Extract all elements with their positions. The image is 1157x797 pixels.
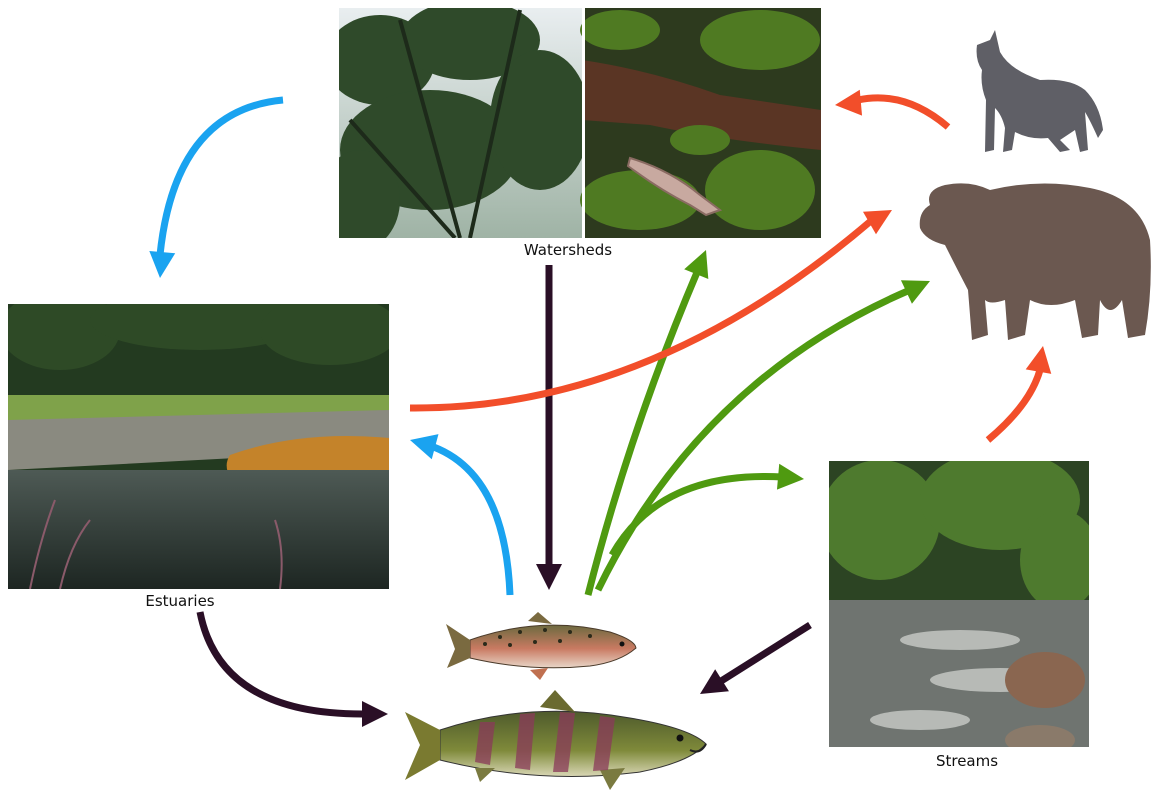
arrowhead-watersheds-to-estuaries bbox=[147, 251, 175, 279]
estuaries-photo bbox=[0, 290, 400, 589]
watersheds-photo bbox=[320, 0, 821, 250]
arrow-streams-to-bear bbox=[988, 370, 1040, 440]
estuaries-label: Estuaries bbox=[145, 592, 214, 610]
arrowhead-salmon-to-estuaries bbox=[407, 427, 439, 459]
chum-salmon-illustration bbox=[405, 690, 706, 790]
arrowhead-salmon-to-bear bbox=[901, 269, 936, 304]
bear-icon bbox=[920, 183, 1151, 340]
arrow-salmon-to-estuaries bbox=[428, 445, 510, 595]
arrowhead-estuaries-to-bear bbox=[863, 199, 899, 235]
arrow-salmon-to-watersheds bbox=[588, 270, 698, 595]
streams-photo bbox=[820, 450, 1100, 755]
arrowhead-salmon-to-streams bbox=[777, 464, 805, 492]
arrowhead-streams-to-bear bbox=[1026, 344, 1056, 374]
arrowhead-salmon-to-watersheds bbox=[684, 245, 718, 279]
streams-label: Streams bbox=[936, 752, 998, 770]
arrow-watersheds-to-estuaries bbox=[160, 100, 283, 255]
arrowhead-estuaries-to-salmon bbox=[362, 701, 388, 727]
arrow-streams-to-salmon bbox=[718, 625, 810, 683]
arrowhead-streams-to-salmon bbox=[693, 669, 729, 705]
arrow-wolf-to-watersheds bbox=[858, 98, 948, 127]
trout-illustration bbox=[446, 612, 636, 680]
arrowhead-wolf-to-watersheds bbox=[834, 90, 862, 118]
arrow-estuaries-to-salmon bbox=[200, 612, 365, 714]
arrow-estuaries-to-bear bbox=[410, 220, 872, 408]
wolf-icon bbox=[977, 30, 1103, 152]
arrowhead-watersheds-to-salmon bbox=[536, 564, 562, 590]
watersheds-label: Watersheds bbox=[524, 241, 612, 259]
